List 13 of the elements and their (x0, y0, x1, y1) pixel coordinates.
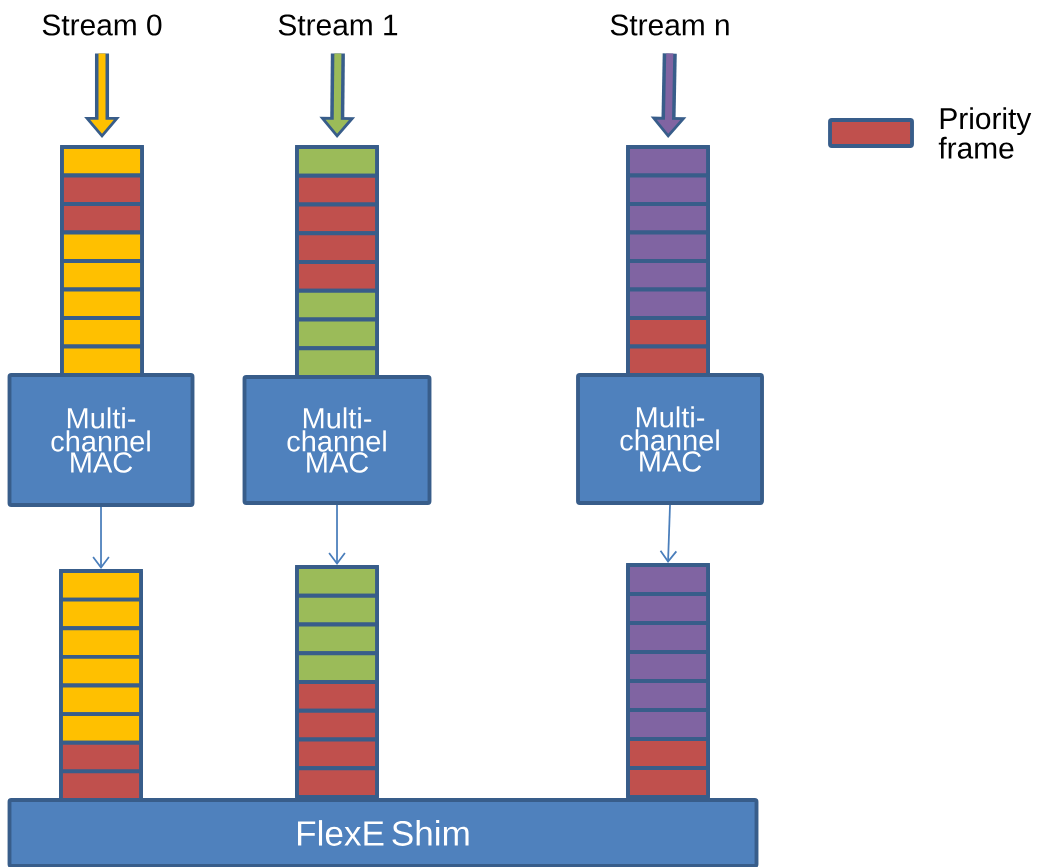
arrow (92, 506, 110, 570)
stream-label: Stream n (610, 14, 729, 36)
arrow (659, 504, 678, 564)
mac-box: Multi-channel MAC (576, 373, 764, 505)
stream-label: Stream 1 (278, 14, 398, 36)
stream-label: Stream 0 (42, 14, 162, 36)
frame-stack (295, 565, 379, 799)
mac-box: Multi-channel MAC (242, 375, 432, 505)
legend-label: Priority frame (938, 107, 1032, 159)
mac-box: Multi-channel MAC (7, 373, 195, 507)
shim-bar: FlexE Shim (7, 798, 759, 867)
arrow (328, 504, 346, 566)
frame-stack (626, 563, 710, 799)
